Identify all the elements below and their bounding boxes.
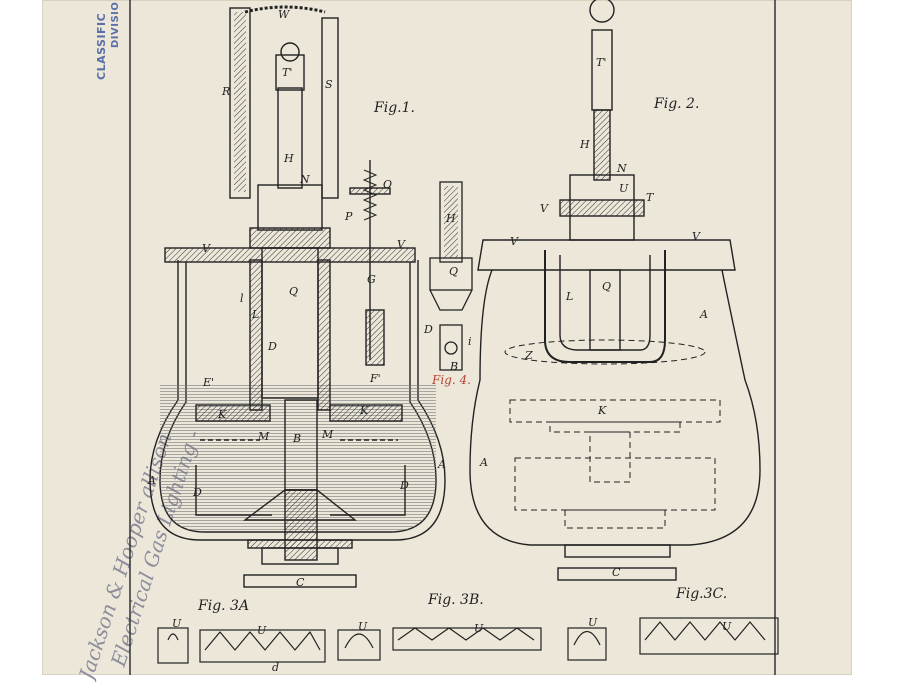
letter-C-fig1: C [296,576,305,589]
letter-Z-fig2: Z [524,349,533,362]
letter-A-fig2-right: A [699,308,708,321]
letter-C-fig2: C [612,566,621,579]
letter-B-fig4: B [449,360,458,373]
letter-L-fig2: L [565,290,573,303]
reference-letters: W R S T' H N O P V V L l Q G D E' F' K K… [147,8,732,674]
letter-H: H [283,152,294,165]
fig3b-label: Fig. 3B. [428,592,484,608]
letter-V-fig2-mid: V [540,202,549,215]
letter-Q-fig2: Q [602,280,611,293]
letter-U-fig3c-left: U [588,616,598,629]
letter-V-fig2-left: V [510,235,519,248]
fig4-drawing [429,181,473,371]
letter-W: W [278,8,291,21]
letter-U-fig3a-left: U [172,617,182,630]
letter-V-fig1-right: V [397,238,406,251]
letter-G: G [367,273,376,286]
letter-S: S [325,78,333,91]
letter-D-fig4: D [423,323,433,336]
letter-U-fig3b-left: U [358,620,368,633]
letter-Q-fig4: Q [449,265,458,278]
letter-T-fig2: T [646,191,655,204]
letter-N-fig2: N [616,162,627,175]
letter-N: N [299,173,310,186]
letter-U-fig3b-right: U [474,622,484,635]
letter-D-fig1-right: D [399,479,409,492]
letter-d-fig3a: d [272,661,279,674]
letter-E: E' [202,376,214,389]
letter-A-fig2-left: A [479,456,488,469]
letter-B-fig1: B [292,432,301,445]
letter-P: P [344,210,353,223]
drawing-border [129,0,776,675]
letter-A-fig1-right: A [437,458,446,471]
letter-V-fig2-right: V [692,230,701,243]
fig4-label: Fig. 4. [432,373,471,387]
letter-M-fig1-right: M [321,428,334,441]
letter-V-fig1-left: V [202,242,211,255]
letter-K-fig1-right: K [359,404,369,417]
letter-K-fig2: K [597,404,607,417]
fig2-label: Fig. 2. [654,96,700,112]
letter-T1-fig2: T' [596,56,606,69]
letter-O: O [383,178,392,191]
letter-A-fig1-left: A [147,474,156,487]
fig3-drawings [157,617,779,664]
fig2-drawing [469,0,761,581]
fig3c-label: Fig.3C. [676,586,728,602]
letter-L-fig1: L [251,308,259,321]
letter-K-fig1-left: K [217,408,227,421]
patent-sheet [42,0,852,675]
letter-M-fig1-left: M [257,430,270,443]
letter-H-fig2: H [579,138,590,151]
letter-U-fig3a-right: U [257,624,267,637]
letter-i-fig4: i [468,335,472,348]
letter-U-fig2: U [619,182,629,195]
letter-F: F' [369,372,381,385]
fig1-label: Fig.1. [374,100,415,116]
letter-l-fig1: l [240,292,244,305]
letter-D-fig1-left: D [192,486,202,499]
letter-T1: T' [282,66,292,79]
letter-D-fig1: D [267,340,277,353]
letter-H-fig4: H [445,212,456,225]
fig1-drawing [149,5,446,588]
fig3a-label: Fig. 3A [198,598,250,614]
letter-R: R [221,85,230,98]
letter-Q-fig1: Q [289,285,298,298]
letter-U-fig3c-right: U [722,620,732,633]
